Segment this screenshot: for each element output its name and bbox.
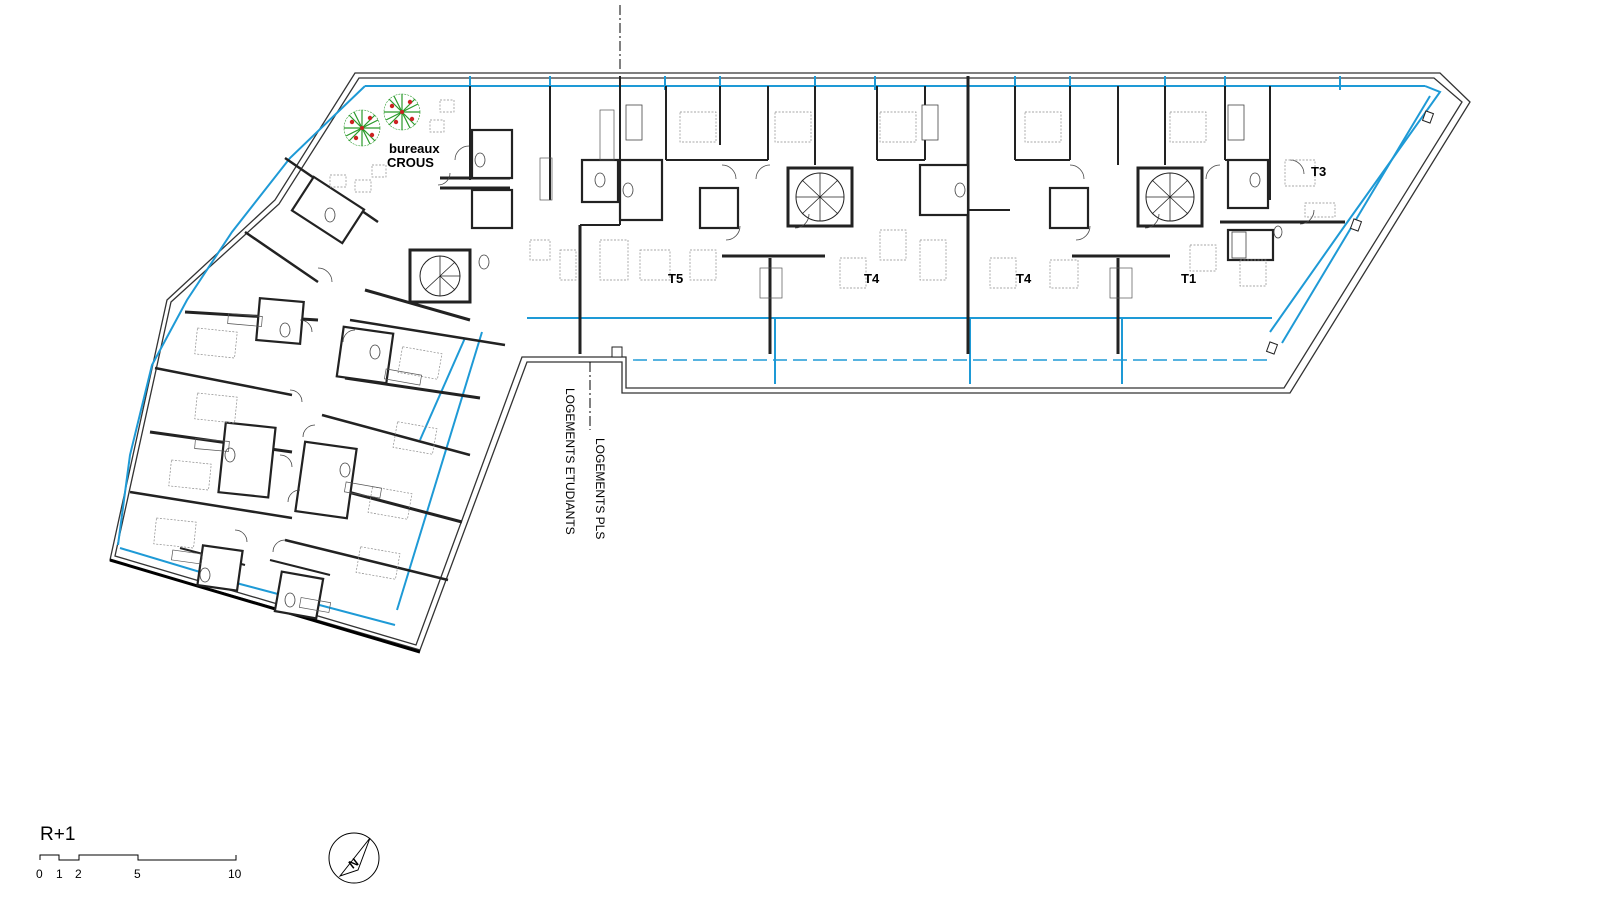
staircases <box>408 166 1204 304</box>
zone-divider <box>589 5 621 430</box>
scale-tick-0: 0 <box>36 867 43 881</box>
zone-label-pls: LOGEMENTS PLS <box>593 438 607 539</box>
kitchenettes <box>171 109 1133 613</box>
unit-label-t3: T3 <box>1311 164 1326 179</box>
north-arrow-icon: N <box>328 832 380 884</box>
stair-east <box>1136 166 1204 228</box>
equipment-markers <box>611 110 1435 358</box>
scale-bar <box>39 854 237 861</box>
stair-central <box>786 166 854 228</box>
scale-tick-1: 1 <box>56 867 63 881</box>
tree-icon <box>383 93 421 131</box>
zone-label-etudiants: LOGEMENTS ETUDIANTS <box>563 388 577 535</box>
unit-label-t5: T5 <box>668 271 683 286</box>
office-label-line1: bureaux <box>389 141 440 156</box>
door-swings <box>234 145 1315 553</box>
sanitary-fixtures <box>199 104 1283 608</box>
tree-icons <box>343 93 421 147</box>
scale-tick-2: 2 <box>75 867 82 881</box>
stair-west <box>408 248 472 304</box>
facade-lines <box>117 76 1442 626</box>
office-label-line2: CROUS <box>387 155 434 170</box>
tree-icon <box>343 109 381 147</box>
unit-label-t4-west: T4 <box>864 271 880 286</box>
unit-label-t4-east: T4 <box>1016 271 1032 286</box>
building-outline <box>109 72 1471 654</box>
scale-tick-5: 5 <box>134 867 141 881</box>
scale-tick-10: 10 <box>228 867 242 881</box>
furniture <box>153 99 1336 580</box>
unit-label-t1: T1 <box>1181 271 1196 286</box>
level-label: R+1 <box>40 824 75 845</box>
bathroom-pods <box>196 128 1275 620</box>
